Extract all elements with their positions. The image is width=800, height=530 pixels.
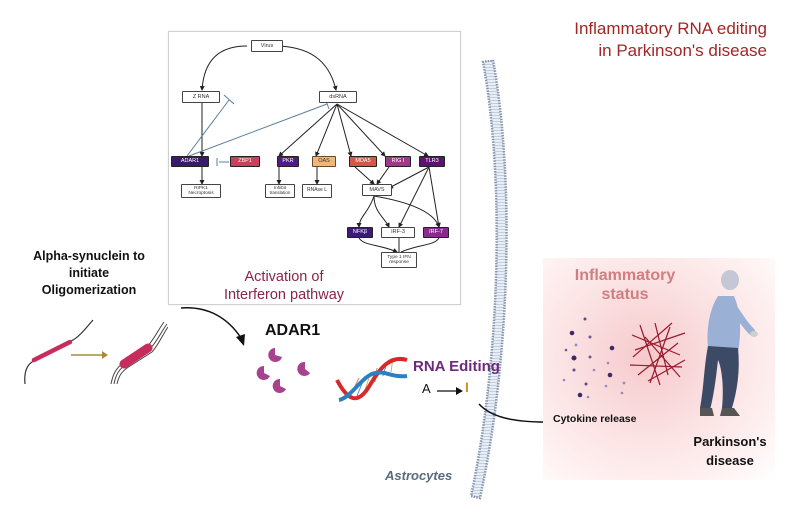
- figure-title: Inflammatory RNA editing in Parkinson's …: [505, 18, 767, 62]
- interferon-pathway-panel: Virus Z RNA dsRNA ADAR1 ZBP1 PKR OAS MDA…: [168, 31, 461, 305]
- panel-caption-line1: Activation of: [244, 269, 324, 285]
- node-rig1: RIG I: [385, 156, 411, 167]
- node-type1-ifn-response: Type 1 IFN response: [381, 252, 417, 268]
- alpha-synuclein-oligomer-icon: [110, 321, 168, 385]
- figure-title-line2: in Parkinson's disease: [598, 41, 767, 60]
- rna-helix-icon: [335, 356, 408, 402]
- adar1-label: ADAR1: [265, 322, 321, 339]
- cytokine-release-label: Cytokine release: [553, 413, 637, 425]
- node-ripk1-necroptosis: RIPK1 Necroptosis: [181, 184, 221, 198]
- adar1-protein-icon: [297, 361, 310, 376]
- node-dsrna: dsRNA: [319, 91, 357, 103]
- alpha-synuclein-line1: Alpha-synuclein to: [33, 249, 145, 263]
- node-rnase-l: RNAse L: [302, 184, 332, 198]
- panel-caption: Activation of Interferon pathway: [169, 268, 399, 304]
- parkinsons-patient-icon: [700, 270, 758, 416]
- panel-caption-line2: Interferon pathway: [223, 287, 345, 303]
- inflammatory-status-line1: Inflammatory: [574, 267, 676, 284]
- node-oas: OAS: [312, 156, 336, 167]
- inflammatory-status-title: Inflammatory status: [560, 266, 690, 304]
- arrow-to-adar1: [180, 307, 245, 346]
- brown-arrow-icon: [71, 351, 108, 359]
- node-zbp1: ZBP1: [230, 156, 260, 167]
- node-nfkb: NFKβ: [347, 227, 373, 238]
- adar1-protein-icons: [256, 348, 310, 393]
- node-tlr3: TLR3: [419, 156, 445, 167]
- node-irf7: IRF-7: [423, 227, 449, 238]
- oligomerization-illustration: [24, 319, 168, 385]
- node-mda5: MDA5: [349, 156, 377, 167]
- adar1-protein-icon: [272, 378, 286, 393]
- a-to-i-arrow-icon: [437, 387, 463, 395]
- pathway-arrows: [186, 45, 441, 253]
- node-virus: Virus: [251, 40, 283, 52]
- parkinsons-disease-line2: disease: [706, 453, 754, 468]
- cell-membrane: [469, 60, 508, 500]
- protein-fibril-aggregate-icon: [629, 322, 686, 386]
- parkinsons-disease-line1: Parkinson's: [693, 434, 767, 449]
- alpha-synuclein-label: Alpha-synuclein to initiate Oligomerizat…: [14, 248, 164, 299]
- inflammatory-status-line2: status: [601, 286, 649, 303]
- parkinsons-disease-label: Parkinson's disease: [690, 432, 770, 470]
- node-irf3: IRF-3: [381, 227, 415, 238]
- cytokine-and-fibril-illustration: [562, 317, 686, 399]
- alpha-synuclein-line3: Oligomerization: [41, 283, 137, 297]
- node-mavs: MAVS: [362, 184, 392, 196]
- node-inhibit-translation: Inhibit translation: [265, 184, 295, 198]
- node-pkr: PKR: [277, 156, 299, 167]
- astrocytes-label: Astrocytes: [385, 468, 453, 483]
- inosine-label: I: [465, 379, 469, 395]
- figure-title-line1: Inflammatory RNA editing: [574, 19, 767, 38]
- node-z-rna: Z RNA: [182, 91, 220, 103]
- alpha-synuclein-monomer-icon: [24, 319, 94, 385]
- node-adar1: ADAR1: [171, 156, 209, 167]
- rna-editing-label: RNA Editing: [413, 358, 500, 375]
- adar1-protein-icon: [268, 348, 282, 362]
- alpha-synuclein-line2: initiate: [68, 266, 110, 280]
- adar1-protein-icon: [256, 365, 270, 380]
- cytokine-dots-icon: [562, 317, 626, 399]
- adenosine-label: A: [422, 381, 431, 396]
